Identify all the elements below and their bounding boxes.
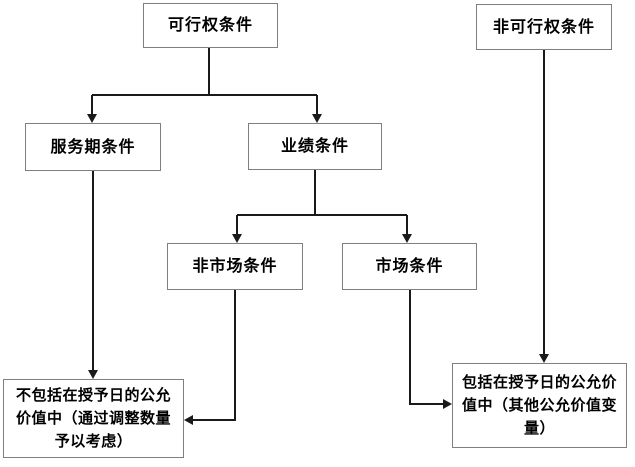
arrowhead-to-service <box>87 114 97 123</box>
arrowhead-service-to-excluded <box>88 370 98 379</box>
node-market-conditions: 市场条件 <box>342 243 477 290</box>
node-service-period-conditions: 服务期条件 <box>25 123 161 171</box>
edge-performance-split <box>236 170 408 234</box>
arrowhead-non-vesting-to-included <box>539 354 549 363</box>
node-non-market-conditions-label: 非市场条件 <box>192 258 278 275</box>
node-vesting-conditions: 可行权条件 <box>143 3 278 48</box>
node-vesting-conditions-label: 可行权条件 <box>167 17 253 34</box>
node-service-period-conditions-label: 服务期条件 <box>50 138 136 156</box>
node-non-market-conditions: 非市场条件 <box>167 243 303 290</box>
node-performance-conditions-label: 业绩条件 <box>280 138 349 155</box>
edge-non-market-to-excluded <box>193 290 236 421</box>
node-included-label: 包括在授予日的公允价 值中（其他公允价值变 量） <box>461 374 617 437</box>
edge-vesting-split <box>91 48 318 114</box>
arrowhead-to-market <box>402 234 412 243</box>
node-excluded-label: 不包括在授予日的公允 价值中（通过调整数量 予以考虑） <box>15 387 171 450</box>
node-excluded-from-grant-date-fair-value: 不包括在授予日的公允 价值中（通过调整数量 予以考虑） <box>3 379 184 458</box>
node-market-conditions-label: 市场条件 <box>375 258 444 275</box>
node-performance-conditions: 业绩条件 <box>248 123 382 170</box>
node-non-vesting-conditions: 非可行权条件 <box>476 4 612 50</box>
arrowhead-non-market-to-excluded <box>184 415 193 425</box>
arrowhead-market-to-included <box>443 399 452 409</box>
arrowhead-to-performance <box>312 114 322 123</box>
node-included-in-grant-date-fair-value: 包括在授予日的公允价 值中（其他公允价值变 量） <box>452 363 627 448</box>
edge-market-to-included <box>409 290 443 405</box>
node-non-vesting-conditions-label: 非可行权条件 <box>492 18 595 36</box>
arrowhead-to-non-market <box>232 234 242 243</box>
